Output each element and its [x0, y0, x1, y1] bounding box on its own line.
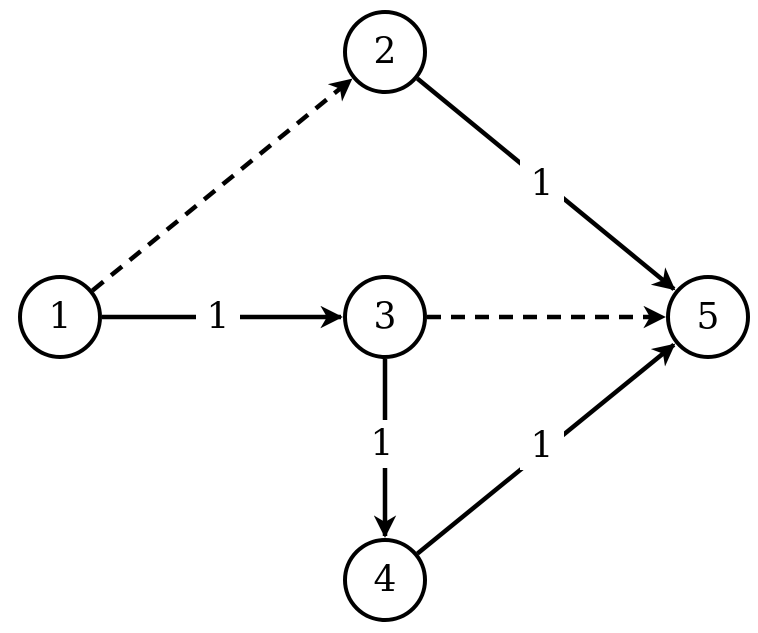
- edge-label-2-to-5: 1: [520, 160, 564, 208]
- node-1: 1: [18, 275, 102, 359]
- node-2: 2: [343, 10, 427, 94]
- node-3-label: 3: [374, 297, 397, 338]
- node-5-label: 5: [697, 297, 720, 338]
- svg-text:1: 1: [207, 297, 230, 338]
- node-4-label: 4: [374, 560, 397, 601]
- edge-label-3-to-4: 1: [360, 420, 404, 468]
- svg-text:1: 1: [531, 164, 554, 205]
- node-1-label: 1: [49, 297, 72, 338]
- svg-text:1: 1: [371, 424, 394, 465]
- edge-label-1-to-3: 1: [196, 292, 240, 340]
- nodes: 1 2 3 4 5: [18, 10, 750, 622]
- node-3-circle: [343, 275, 427, 359]
- node-2-label: 2: [374, 32, 397, 73]
- edge-1-to-2: [91, 78, 353, 293]
- node-4: 4: [343, 538, 427, 622]
- node-5: 5: [666, 275, 750, 359]
- edge-labels: 1 1 1 1: [196, 160, 564, 470]
- edge-label-4-to-5: 1: [520, 422, 564, 470]
- node-2-circle: [343, 10, 427, 94]
- node-3: 3: [343, 275, 427, 359]
- node-4-circle: [343, 538, 427, 622]
- node-5-circle: [666, 275, 750, 359]
- node-1-circle: [18, 275, 102, 359]
- svg-text:1: 1: [531, 426, 554, 467]
